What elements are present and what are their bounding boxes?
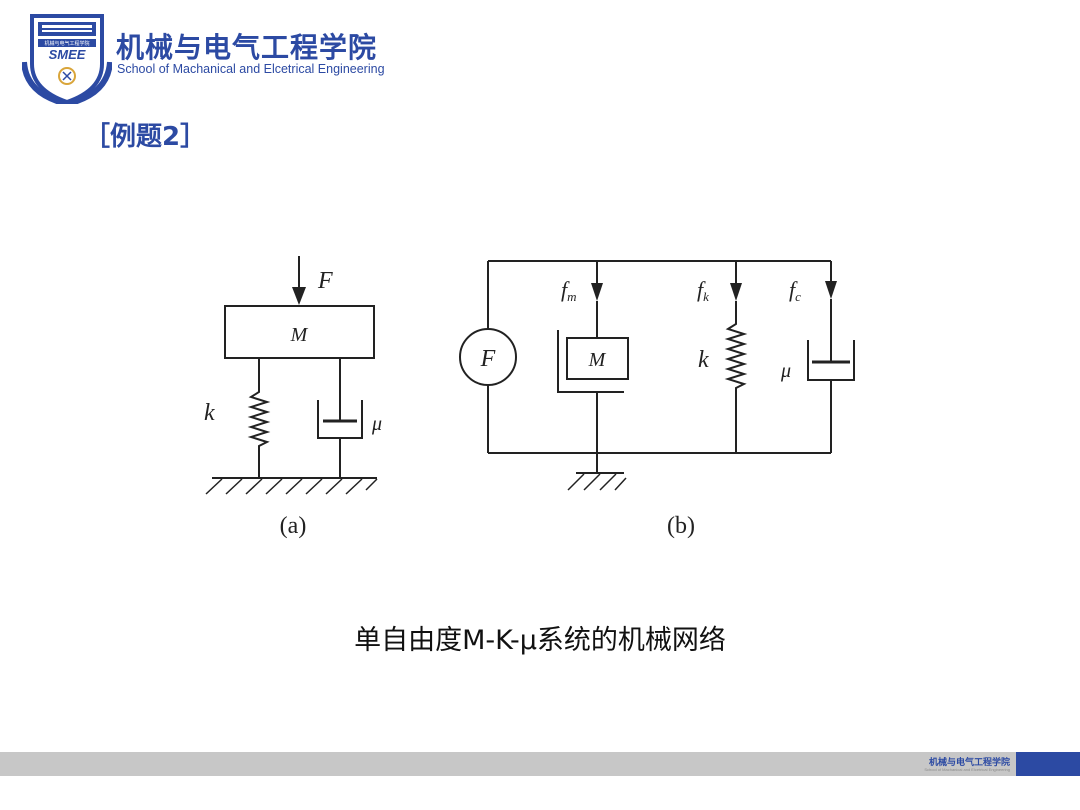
a-force-arrowhead (292, 287, 306, 305)
a-mass-label: M (290, 324, 309, 346)
figure-caption: 单自由度M-K-μ系统的机械网络 (354, 625, 726, 656)
institution-name-en: School of Machanical and Elcetrical Engi… (117, 62, 385, 76)
b-ground-hatch (567, 473, 627, 491)
footer-accent-block (1016, 752, 1080, 776)
b-fm-arrowhead (591, 283, 603, 301)
b-fc-arrowhead (825, 281, 837, 299)
a-damper-label: μ (371, 413, 382, 435)
b-fm-subscript: m (567, 289, 576, 304)
svg-text:fm: fm (561, 277, 577, 304)
b-fm-label: f (561, 277, 570, 302)
a-force-label: F (317, 268, 333, 294)
footer-institution-en: School of Machanical and Elcetrical Engi… (924, 767, 1010, 772)
svg-text:fc: fc (789, 277, 801, 304)
b-spring (724, 301, 748, 453)
b-fk-arrowhead (730, 283, 742, 301)
b-caption: (b) (667, 513, 695, 539)
b-fk-subscript: k (703, 289, 709, 304)
b-spring-label: k (698, 347, 709, 373)
footer-bar (0, 752, 1016, 776)
b-damper-label: μ (780, 360, 791, 382)
b-fc-label: f (789, 277, 798, 302)
school-logo: 机械与电气工程学院 SMEE (22, 14, 112, 104)
logo-banner-text: 机械与电气工程学院 (44, 40, 89, 47)
diagram-b: F fm M fk k fc (459, 260, 855, 539)
b-mass-label: M (588, 349, 607, 371)
footer-institution-cn: 机械与电气工程学院 (928, 758, 1010, 768)
logo-ribbon (22, 61, 112, 104)
b-mass-ground-bracket (557, 330, 624, 393)
b-source-label: F (480, 346, 496, 372)
b-fc-subscript: c (795, 289, 801, 304)
institution-name-cn: 机械与电气工程学院 (116, 31, 378, 64)
b-fk-label: f (697, 277, 706, 302)
example-title: ［例题2］ (84, 122, 207, 152)
a-ground-hatch (205, 478, 378, 495)
logo-smee-text: SMEE (49, 47, 86, 62)
a-spring-label: k (204, 400, 215, 426)
svg-text:fk: fk (697, 277, 709, 304)
b-mass-block (566, 337, 629, 380)
a-caption: (a) (280, 513, 307, 539)
logo-gear-icon (58, 67, 76, 85)
a-spring (247, 358, 271, 478)
a-mass-block (224, 305, 375, 359)
diagram-a: F M k μ (a) (204, 256, 382, 539)
